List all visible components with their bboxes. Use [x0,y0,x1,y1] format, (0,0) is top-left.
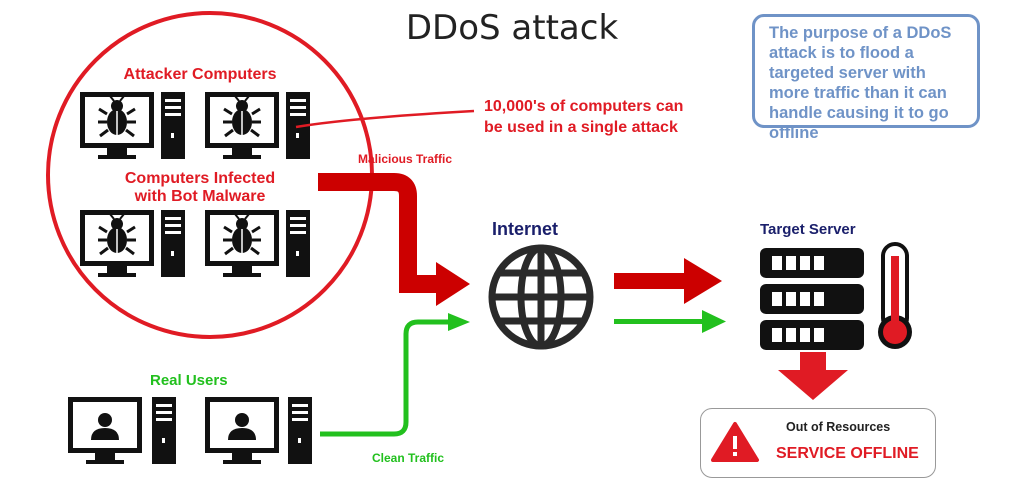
service-offline-label: SERVICE OFFLINE [776,445,919,462]
purpose-note: The purpose of a DDoS attack is to flood… [752,14,980,142]
tower-icon [152,397,176,464]
clean-traffic-label: Clean Traffic [372,451,445,465]
target-server-label: Target Server [760,221,856,238]
infected-computer-1 [80,210,185,277]
real-user-computer-1 [68,397,176,464]
clean-arrowhead [448,313,470,331]
malicious-traffic-label: Malicious Traffic [358,152,453,166]
attacker-computer-1 [80,92,185,159]
server-icon [760,248,864,350]
infected-computers-label: Computers Infected with Bot Malware [124,170,276,205]
attacker-computer-2 [205,92,310,159]
tower-icon [161,92,185,159]
real-users-label: Real Users [150,372,228,389]
diagram-title: DDoS attack [405,8,619,48]
down-arrow-icon [778,352,848,400]
attacker-computers-label: Attacker Computers [123,66,277,83]
globe-icon [488,244,594,350]
out-of-resources-label: Out of Resources [786,420,891,434]
clean-traffic-arrow [320,319,452,437]
thermometer-icon [878,242,912,349]
malicious-arrowhead [436,262,470,306]
tower-icon [288,397,312,464]
malicious-traffic-arrow [318,173,440,293]
service-offline-box [700,408,936,478]
infected-computer-2 [205,210,310,277]
server-clean-arrow [614,310,726,333]
tower-icon [161,210,185,277]
server-malicious-arrow [614,258,722,304]
warning-icon [711,422,759,462]
attack-note-line [295,109,475,129]
tower-icon [286,210,310,277]
real-user-computer-2 [205,397,312,464]
internet-label: Internet [492,219,559,239]
attack-scale-note: 10,000's of computers can be used in a s… [484,98,684,136]
